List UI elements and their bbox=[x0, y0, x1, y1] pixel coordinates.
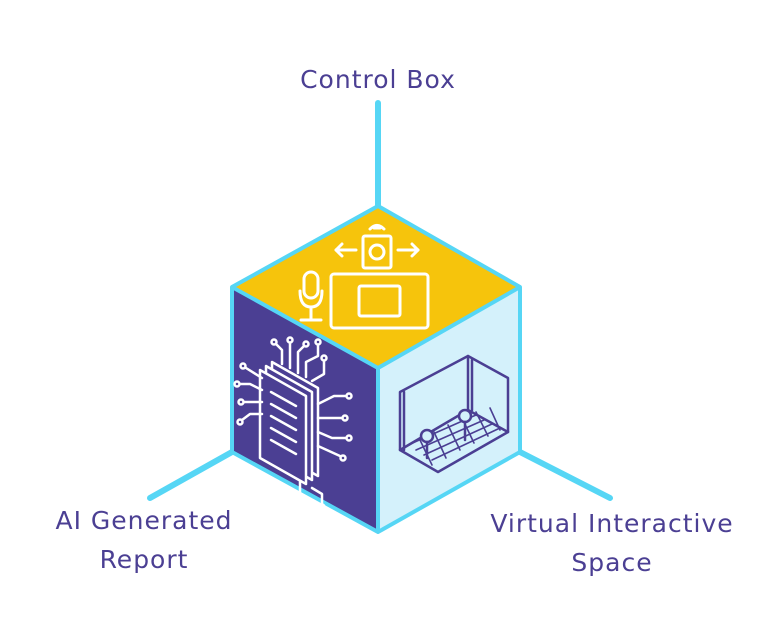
label-ai-generated-report: AI Generated Report bbox=[32, 505, 256, 576]
label-virtual-line-2: Space bbox=[571, 548, 653, 578]
label-ai-generated-line-2: Report bbox=[99, 545, 189, 575]
connector-right bbox=[517, 449, 613, 501]
label-ai-generated-line-1: AI Generated bbox=[55, 506, 233, 535]
virtual-room-grid-icon bbox=[398, 354, 510, 474]
label-virtual-interactive-space: Virtual Interactive Space bbox=[462, 508, 762, 579]
connector-lines bbox=[147, 100, 613, 501]
label-control-box: Control Box bbox=[300, 65, 456, 94]
cube-edges bbox=[230, 204, 522, 534]
ai-document-circuit-icon bbox=[233, 336, 353, 511]
label-virtual-line-1: Virtual Interactive bbox=[490, 509, 734, 538]
connector-left bbox=[147, 449, 235, 501]
camera-mic-screen-icon bbox=[298, 224, 430, 330]
